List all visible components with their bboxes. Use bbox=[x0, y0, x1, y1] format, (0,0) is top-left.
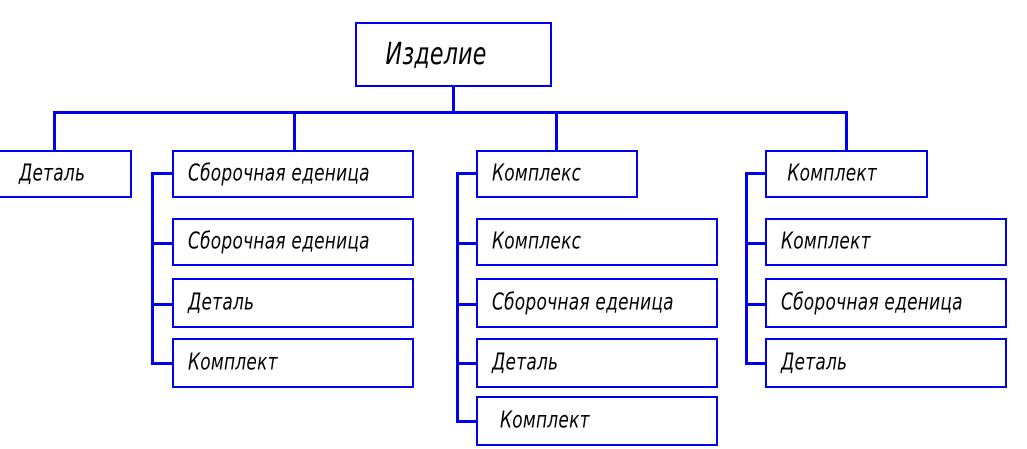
connector-main-bus bbox=[53, 111, 848, 114]
connector-stub-branch-3-child-1 bbox=[456, 242, 478, 245]
connector-drop-branch-2 bbox=[293, 111, 296, 152]
node-label: Комплекс bbox=[492, 228, 582, 255]
node-label: Сборочная еденица bbox=[188, 228, 370, 255]
connector-spine-branch-4 bbox=[745, 172, 748, 364]
node-branch-2-head[interactable]: Сборочная еденица bbox=[172, 150, 414, 198]
node-branch-4-child-3[interactable]: Деталь bbox=[765, 338, 1007, 388]
node-branch-2-child-1[interactable]: Сборочная еденица bbox=[172, 218, 414, 266]
node-branch-3-head[interactable]: Комплекс bbox=[476, 150, 638, 198]
node-branch-4-child-1[interactable]: Комплект bbox=[765, 218, 1007, 266]
node-label: Комплекс bbox=[492, 160, 582, 187]
node-label: Комплект bbox=[787, 160, 878, 187]
node-label: Деталь bbox=[781, 349, 848, 376]
node-label: Деталь bbox=[492, 349, 559, 376]
node-branch-1-head[interactable]: Деталь bbox=[0, 150, 132, 198]
connector-stub-branch-2-head bbox=[151, 172, 174, 175]
node-label: Комплект bbox=[500, 407, 590, 434]
node-branch-3-child-4[interactable]: Комплект bbox=[476, 396, 718, 446]
connector-stub-branch-3-child-2 bbox=[456, 303, 478, 306]
connector-stub-branch-4-child-3 bbox=[745, 362, 767, 365]
node-label: Сборочная еденица bbox=[492, 289, 674, 316]
connector-spine-branch-2 bbox=[151, 172, 154, 364]
connector-stub-branch-4-child-2 bbox=[745, 303, 767, 306]
node-label: Сборочная еденица bbox=[188, 160, 370, 187]
node-branch-4-child-2[interactable]: Сборочная еденица bbox=[765, 278, 1007, 328]
node-label: Комплект bbox=[781, 228, 871, 255]
node-label: Сборочная еденица bbox=[781, 289, 963, 316]
node-branch-2-child-2[interactable]: Деталь bbox=[172, 278, 414, 328]
connector-root-stem bbox=[452, 86, 455, 113]
connector-stub-branch-3-child-4 bbox=[456, 420, 478, 423]
node-branch-3-child-3[interactable]: Деталь bbox=[476, 338, 718, 388]
connector-drop-branch-3 bbox=[555, 111, 558, 152]
node-branch-3-child-1[interactable]: Комплекс bbox=[476, 218, 718, 266]
connector-stub-branch-4-head bbox=[745, 172, 767, 175]
node-root-izdelie[interactable]: Изделие bbox=[355, 22, 552, 87]
connector-drop-branch-1 bbox=[53, 111, 56, 152]
node-label: Деталь bbox=[18, 160, 86, 187]
connector-stub-branch-4-child-1 bbox=[745, 242, 767, 245]
connector-stub-branch-3-head bbox=[456, 172, 478, 175]
connector-stub-branch-2-child-3 bbox=[151, 362, 174, 365]
node-label: Изделие bbox=[385, 36, 487, 72]
node-label: Деталь bbox=[188, 289, 255, 316]
node-label: Комплект bbox=[188, 349, 278, 376]
connector-drop-branch-4 bbox=[845, 111, 848, 152]
node-branch-4-head[interactable]: Комплект bbox=[765, 150, 928, 198]
node-branch-3-child-2[interactable]: Сборочная еденица bbox=[476, 278, 718, 328]
node-branch-2-child-3[interactable]: Комплект bbox=[172, 338, 414, 388]
connector-stub-branch-3-child-3 bbox=[456, 362, 478, 365]
connector-stub-branch-2-child-2 bbox=[151, 303, 174, 306]
connector-stub-branch-2-child-1 bbox=[151, 242, 174, 245]
connector-spine-branch-3 bbox=[456, 172, 459, 422]
